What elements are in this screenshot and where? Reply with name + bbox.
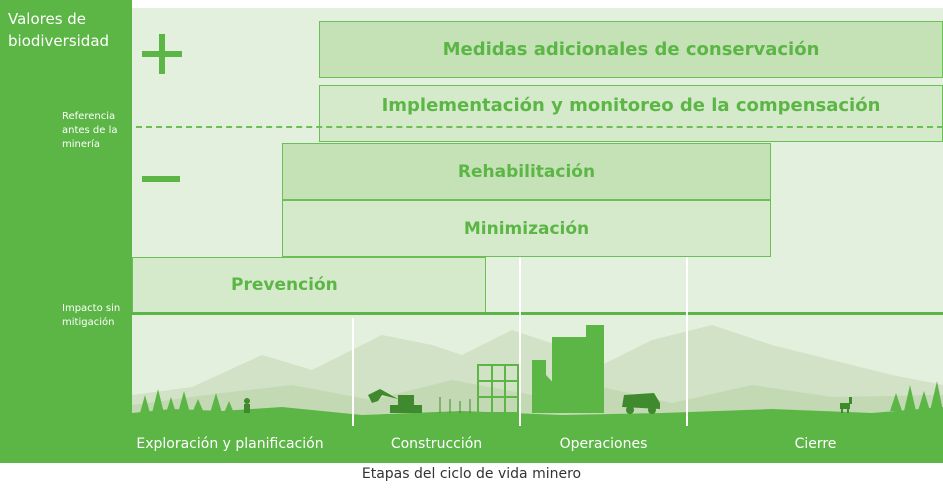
stage-label-closure: Cierre [794, 436, 837, 452]
stage-label-exploration: Exploración y planificación [136, 436, 324, 452]
bar-offset: Implementación y monitoreo de la compens… [319, 85, 943, 142]
stage-label-construction: Construcción [390, 436, 483, 452]
forest-right-icon [890, 381, 943, 411]
plus-icon-vertical [159, 34, 165, 74]
stage-bar [132, 426, 943, 463]
building-frame-icon [477, 364, 519, 414]
stage-separator [352, 318, 354, 463]
factory-icon [532, 325, 604, 413]
excavator-icon [368, 389, 422, 413]
sidebar: Valores de biodiversidad Referencia ante… [0, 0, 132, 463]
bar-conservation: Medidas adicionales de conservación [319, 21, 943, 78]
landscape-illustration [132, 325, 943, 426]
footer-caption: Etapas del ciclo de vida minero [361, 466, 582, 482]
minus-icon [142, 176, 180, 182]
stage-separator [519, 257, 521, 463]
reference-line [136, 126, 943, 128]
person-icon [244, 398, 250, 413]
mining-truck-icon [622, 393, 660, 414]
scaffold-icon [439, 397, 471, 413]
bar-minimization: Minimización [282, 200, 771, 257]
bar-prevention: Prevención [132, 257, 486, 313]
deer-icon [840, 397, 852, 413]
stage-label-operations: Operaciones [559, 436, 648, 452]
bar-rehabilitation: Rehabilitación [282, 143, 771, 200]
sidebar-title: Valores de biodiversidad [8, 10, 110, 50]
impact-baseline [132, 312, 943, 315]
stage-separator [686, 257, 688, 463]
reference-label: Referencia antes de la minería [62, 111, 118, 150]
forest-left-icon [140, 389, 234, 413]
impact-label: Impacto sin mitigación [62, 303, 121, 328]
